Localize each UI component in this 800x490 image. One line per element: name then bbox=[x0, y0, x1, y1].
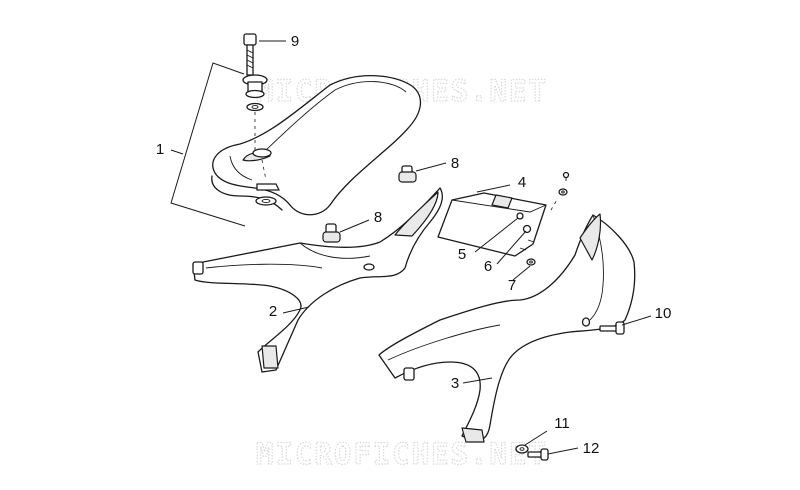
callout-6: 6 bbox=[484, 258, 492, 275]
bolt-part bbox=[243, 33, 257, 76]
watermark-bottom: MICROFICHES.NET bbox=[256, 437, 548, 471]
callout-1: 1 bbox=[156, 141, 164, 158]
screw-part-5 bbox=[562, 171, 570, 181]
seat-part bbox=[211, 75, 422, 216]
callout-7: 7 bbox=[508, 277, 516, 294]
rubber-pad-lower bbox=[322, 223, 341, 243]
callout-8-lower: 8 bbox=[374, 209, 382, 226]
callout-11: 11 bbox=[554, 415, 570, 432]
nut-part bbox=[255, 183, 280, 206]
screw-part-12 bbox=[527, 448, 549, 461]
callout-2: 2 bbox=[269, 303, 277, 320]
callout-8-upper: 8 bbox=[451, 155, 459, 172]
callout-3: 3 bbox=[451, 375, 459, 392]
callout-10: 10 bbox=[655, 305, 672, 322]
washer-part-11 bbox=[515, 444, 529, 454]
left-tail-cowl-part bbox=[192, 187, 444, 373]
washer-part-7 bbox=[526, 258, 536, 266]
rubber-pad-upper bbox=[398, 165, 417, 183]
callout-9: 9 bbox=[291, 33, 299, 50]
washer-part-6 bbox=[558, 188, 568, 196]
washer-stack bbox=[242, 74, 268, 112]
callout-4: 4 bbox=[518, 174, 526, 191]
mounting-plate-part bbox=[437, 192, 547, 257]
callout-12: 12 bbox=[583, 440, 600, 457]
callout-5: 5 bbox=[458, 246, 466, 263]
group-bracket bbox=[170, 62, 246, 227]
